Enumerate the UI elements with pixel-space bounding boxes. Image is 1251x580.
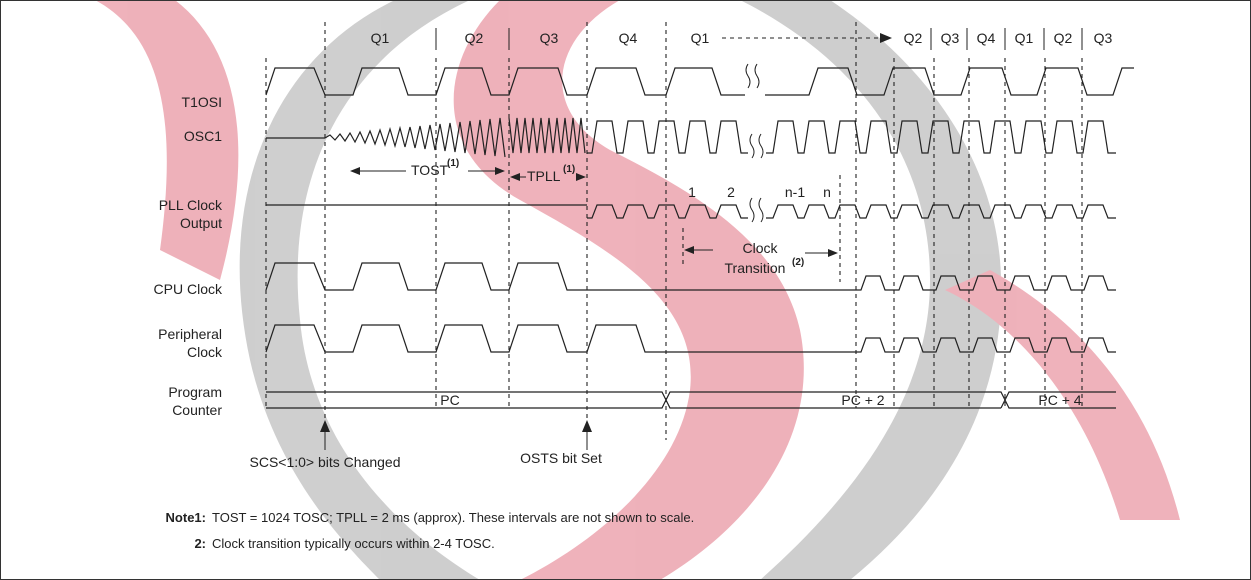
note2-text: Clock transition typically occurs within… <box>212 536 495 551</box>
q-phase-row: Q1 Q2 Q3 Q4 Q1 Q2 Q3 Q4 Q1 Q2 Q3 <box>371 28 1113 50</box>
pll-label-line1: PLL Clock <box>159 197 223 213</box>
q1-transition-label: Q1 <box>691 30 710 46</box>
clock-transition-ref: (2) <box>792 257 804 268</box>
scs-changed-marker: SCS<1:0> bits Changed <box>250 420 401 470</box>
program-counter-bus: PC PC + 2 PC + 4 <box>266 391 1116 409</box>
osts-set-label: OSTS bit Set <box>520 450 602 466</box>
tpll-annotation: TPLL (1) <box>510 164 586 184</box>
q2-label: Q2 <box>465 30 484 46</box>
peripheral-clock-waveform <box>265 324 1116 353</box>
program-counter-label-line1: Program <box>168 384 222 400</box>
tpll-label: TPLL <box>527 168 561 184</box>
q3-label: Q3 <box>540 30 559 46</box>
q1-next-label: Q1 <box>1015 30 1034 46</box>
osts-set-marker: OSTS bit Set <box>520 420 602 466</box>
cpu-clock-label: CPU Clock <box>154 281 223 297</box>
watermark-red-swoosh-right <box>945 270 1180 520</box>
t1osi-label: T1OSI <box>182 94 222 110</box>
program-counter-label-line2: Counter <box>172 402 222 418</box>
tpll-ref: (1) <box>563 164 575 175</box>
tost-annotation: TOST (1) <box>350 158 505 178</box>
watermark-gray-swoosh-right <box>740 0 1002 580</box>
pll-count-n-1: n-1 <box>785 184 805 200</box>
q4-label: Q4 <box>619 30 638 46</box>
osc1-startup-ramp <box>324 117 506 158</box>
peripheral-label-line2: Clock <box>187 344 223 360</box>
pc-plus-4-value: PC + 4 <box>1038 392 1081 408</box>
q2-next-label: Q2 <box>1054 30 1073 46</box>
clock-transition-line2: Transition <box>725 260 786 276</box>
tost-label: TOST <box>411 162 449 178</box>
q4-new-label: Q4 <box>977 30 996 46</box>
q1-to-q2-arrowhead <box>880 33 892 43</box>
osc1-break-icon <box>749 133 764 159</box>
pll-label-line2: Output <box>180 215 222 231</box>
t1osi-break-icon <box>745 63 760 89</box>
clock-transition-annotation: Clock Transition (2) <box>682 228 838 276</box>
q2-new-label: Q2 <box>904 30 923 46</box>
clock-transition-line1: Clock <box>742 240 778 256</box>
q3-new-label: Q3 <box>941 30 960 46</box>
peripheral-label-line1: Peripheral <box>158 326 222 342</box>
watermark-red-swoosh-center <box>453 0 804 580</box>
note2-label: 2: <box>194 536 206 551</box>
timing-reference-lines <box>265 22 1083 440</box>
pll-count-2: 2 <box>727 184 735 200</box>
pc-plus-2-value: PC + 2 <box>841 392 884 408</box>
scs-changed-label: SCS<1:0> bits Changed <box>250 454 401 470</box>
pll-count-1: 1 <box>688 184 696 200</box>
watermark-gray-swoosh-left <box>239 0 480 580</box>
watermark-red-swoosh-left <box>95 0 239 280</box>
pll-count-n: n <box>823 184 831 200</box>
note1-label: Note1: <box>166 510 206 525</box>
q3-next-label: Q3 <box>1094 30 1113 46</box>
pll-clock-waveform: 1 2 n-1 n <box>266 184 1116 223</box>
watermark-logo <box>95 0 1180 580</box>
osc1-pll-lock-burst <box>508 117 586 154</box>
osc1-label: OSC1 <box>184 128 222 144</box>
notes: Note1: TOST = 1024 TOSC; TPLL = 2 ms (ap… <box>166 510 695 551</box>
pll-break-icon <box>749 197 764 223</box>
tost-ref: (1) <box>447 158 459 169</box>
signal-labels: T1OSI OSC1 PLL Clock Output CPU Clock Pe… <box>154 94 223 418</box>
pc-value: PC <box>440 392 459 408</box>
t1osi-waveform <box>265 63 1134 96</box>
q1-label: Q1 <box>371 30 390 46</box>
osc1-waveform <box>266 117 1116 159</box>
note1-text: TOST = 1024 TOSC; TPLL = 2 ms (approx). … <box>212 510 694 525</box>
cpu-clock-waveform <box>265 262 1116 291</box>
